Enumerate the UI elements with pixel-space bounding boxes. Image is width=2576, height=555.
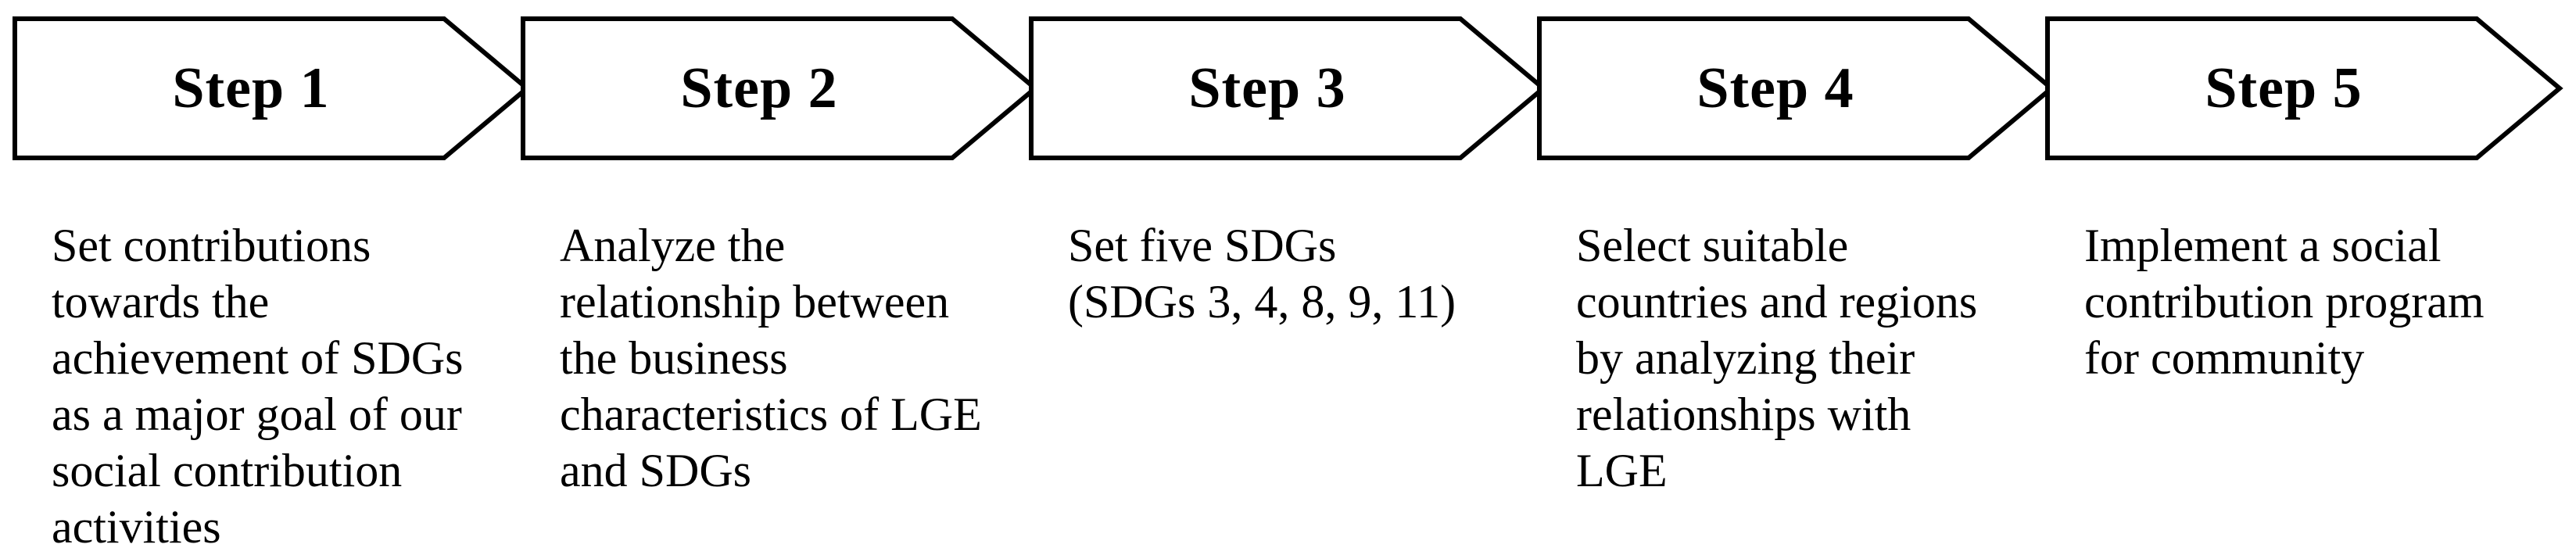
step-2: Step 2 Analyze the relationship between … xyxy=(521,0,1039,555)
step-label: Step 3 xyxy=(1188,56,1346,120)
step-label: Step 1 xyxy=(172,56,330,120)
step-description: Set contributions towards the achievemen… xyxy=(52,220,464,553)
step-label: Step 5 xyxy=(2205,56,2363,120)
chevron-arrow-shape xyxy=(2045,16,2563,160)
step-label: Step 4 xyxy=(1696,56,1854,120)
chevron-arrow xyxy=(1537,16,2055,160)
step-4: Step 4 Select suitable countries and reg… xyxy=(1537,0,2055,555)
step-5: Step 5 Implement a social contribution p… xyxy=(2045,0,2563,555)
chevron-arrow-shape xyxy=(521,16,1039,160)
step-description: Set five SDGs (SDGs 3, 4, 8, 9, 11) xyxy=(1068,220,1456,328)
step-description: Implement a social contribution program … xyxy=(2084,220,2485,384)
chevron-arrow-shape xyxy=(1029,16,1547,160)
chevron-arrow-shape xyxy=(1537,16,2055,160)
chevron-arrow xyxy=(521,16,1039,160)
chevron-arrow xyxy=(13,16,531,160)
step-label: Step 2 xyxy=(680,56,838,120)
step-1: Step 1 Set contributions towards the ach… xyxy=(13,0,531,555)
step-3: Step 3 Set five SDGs (SDGs 3, 4, 8, 9, 1… xyxy=(1029,0,1547,555)
chevron-arrow xyxy=(2045,16,2563,160)
chevron-arrow xyxy=(1029,16,1547,160)
step-description: Analyze the relationship between the bus… xyxy=(560,220,982,496)
step-description: Select suitable countries and regions by… xyxy=(1576,220,1978,496)
chevron-arrow-shape xyxy=(13,16,531,160)
